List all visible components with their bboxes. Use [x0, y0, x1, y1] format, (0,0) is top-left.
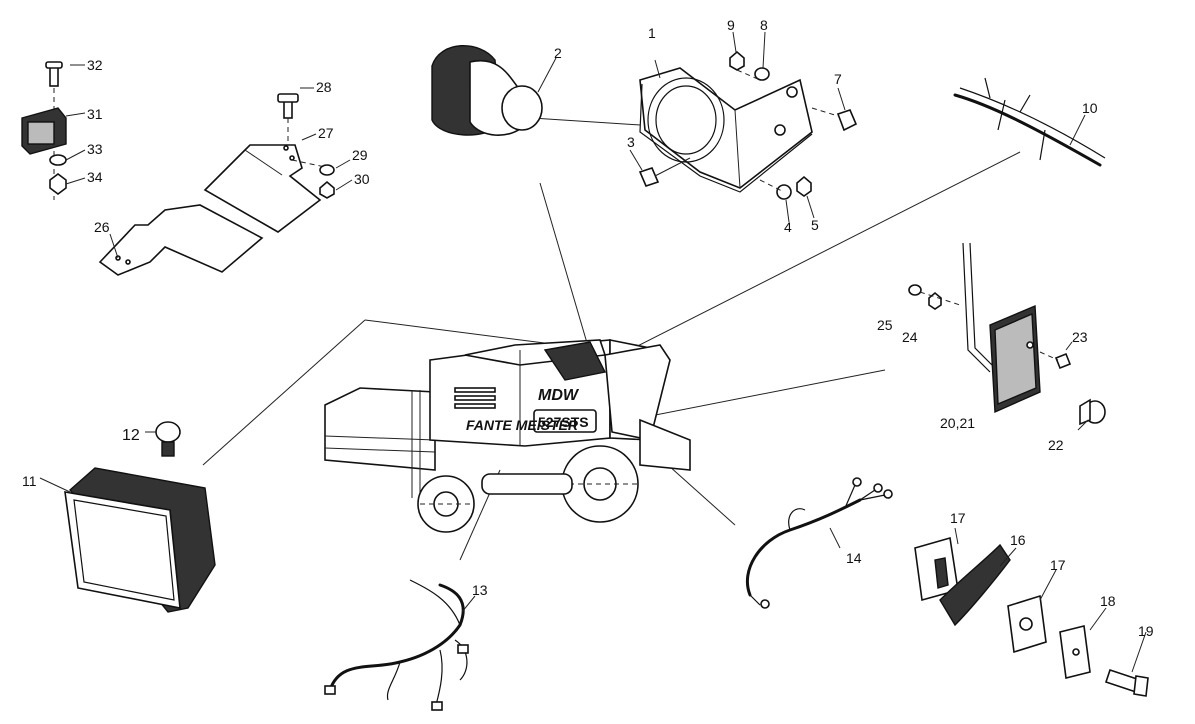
label-27: 27: [318, 125, 334, 141]
label-18: 18: [1100, 593, 1116, 609]
label-10: 10: [1082, 100, 1098, 116]
label-9: 9: [727, 17, 735, 33]
label-11: 11: [22, 473, 37, 489]
lamp-bracket: [629, 31, 858, 223]
label-3: 3: [627, 134, 635, 150]
label-16: 16: [1010, 532, 1026, 548]
machine-name-text: FANTE MEISTER: [466, 417, 579, 433]
label-29: 29: [352, 147, 368, 163]
label-5: 5: [811, 217, 819, 233]
label-17a: 17: [950, 510, 966, 526]
label-33: 33: [87, 141, 103, 157]
label-17b: 17: [1050, 557, 1066, 573]
label-20-21: 20,21: [940, 415, 975, 431]
label-28: 28: [316, 79, 332, 95]
label-24: 24: [902, 329, 918, 345]
label-32: 32: [87, 57, 103, 73]
label-13: 13: [472, 582, 488, 598]
label-26: 26: [94, 219, 110, 235]
wire-harness-10: [953, 77, 1106, 167]
machine-model-text: 527STS: [538, 414, 589, 430]
label-30: 30: [354, 171, 370, 187]
label-1: 1: [648, 25, 656, 41]
work-lamp: [39, 421, 216, 613]
label-31: 31: [87, 106, 103, 122]
brand-text: MDW: [538, 387, 580, 404]
label-4: 4: [784, 219, 792, 235]
label-8: 8: [760, 17, 768, 33]
relay-assembly: [21, 61, 86, 200]
clamp-assembly: [914, 527, 1149, 697]
label-23: 23: [1072, 329, 1088, 345]
side-lamp-assembly: [908, 242, 1106, 431]
label-7: 7: [834, 71, 842, 87]
combine-harvester: MDW FANTE MEISTER 527STS: [324, 339, 691, 533]
label-19: 19: [1138, 623, 1154, 639]
bracket-plates: [98, 87, 353, 276]
label-2: 2: [554, 45, 562, 61]
wire-harness-13: [324, 579, 476, 711]
label-12: 12: [122, 427, 140, 444]
wire-harness-14: [745, 477, 893, 609]
label-22: 22: [1048, 437, 1064, 453]
label-34: 34: [87, 169, 103, 185]
label-14: 14: [846, 550, 862, 566]
rubber-cap: [431, 45, 557, 136]
part-labels: 1 2 3 4 5 7 8 9 10 11 12 13 14 16 17 17 …: [22, 17, 1154, 639]
label-25: 25: [877, 317, 893, 333]
